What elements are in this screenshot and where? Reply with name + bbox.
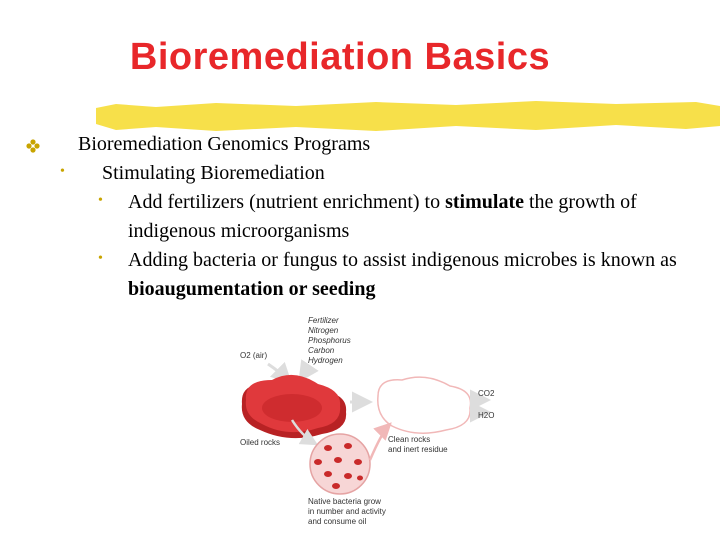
label-fertilizer: Fertilizer [308, 316, 339, 325]
bullet-level3-fertilizers: Add fertilizers (nutrient enrichment) to… [128, 188, 688, 246]
text-run: Adding bacteria or fungus to assist indi… [128, 249, 677, 271]
bullet-level3-bioaugmentation: Adding bacteria or fungus to assist indi… [128, 246, 688, 304]
slide-title: Bioremediation Basics [129, 36, 551, 78]
title-underline-highlight [96, 101, 720, 131]
bullet-level1: Bioremediation Genomics Programs [78, 133, 371, 155]
label-phosphorus: Phosphorus [308, 336, 351, 345]
arrow-bacteria-to-clean [368, 422, 392, 461]
diamond-bullet-icon [26, 139, 40, 153]
oiled-rocks-illustration [241, 374, 347, 439]
label-carbon: Carbon [308, 346, 335, 355]
clean-rocks-illustration [377, 376, 472, 434]
label-o2: O2 (air) [240, 351, 267, 360]
label-native-bacteria-2: in number and activity [308, 507, 386, 516]
bioremediation-diagram: Fertilizer Nitrogen Phosphorus Carbon Hy… [240, 316, 495, 526]
dot-bullet-icon: • [98, 251, 103, 266]
native-bacteria-illustration [309, 433, 371, 495]
label-co2: CO2 [478, 389, 495, 398]
text-run: Add fertilizers (nutrient enrichment) to [128, 191, 446, 213]
dot-bullet-icon: • [98, 193, 103, 208]
label-oiled-rocks: Oiled rocks [240, 438, 280, 447]
text-run: the growth of indigenous microorganisms [128, 191, 637, 242]
label-inert-residue: and inert residue [388, 445, 448, 454]
label-native-bacteria-3: and consume oil [308, 517, 366, 526]
label-nitrogen: Nitrogen [308, 326, 339, 335]
dot-bullet-icon: • [60, 164, 65, 179]
arrow-to-bacteria [290, 419, 319, 446]
label-h2o: H2O [478, 411, 494, 420]
bold-text-run: bioaugumentation or seeding [128, 278, 376, 300]
label-hydrogen: Hydrogen [308, 356, 343, 365]
bullet-level2: Stimulating Bioremediation [102, 162, 325, 184]
label-native-bacteria-1: Native bacteria grow [308, 497, 381, 506]
label-clean-rocks: Clean rocks [388, 435, 430, 444]
bold-text-run: stimulate [445, 191, 524, 213]
